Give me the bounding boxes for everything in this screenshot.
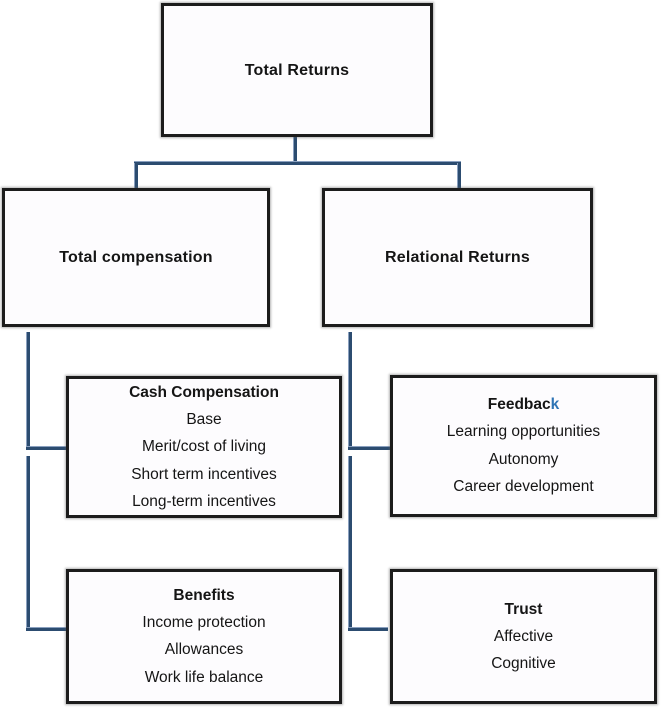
node-feedback-title: Feedback [488, 391, 560, 418]
node-relational-returns: Relational Returns [322, 188, 593, 327]
node-benefits-title: Benefits [173, 586, 235, 604]
leaf-item-income-protection: Income protection [142, 613, 266, 631]
connector-root-stub [293, 137, 297, 164]
connector-relational-trust-elbow [348, 627, 388, 631]
node-total-compensation: Total compensation [2, 188, 270, 327]
leaf-item-short-term-incentives: Short term incentives [131, 465, 277, 483]
node-trust: Trust Affective Cognitive [390, 569, 657, 704]
leaf-item-cognitive: Cognitive [491, 655, 556, 672]
connector-relational-trust-vertical [348, 456, 352, 631]
connector-relational-feedback-elbow [348, 446, 390, 450]
node-feedback: Feedback Learning opportunities Autonomy… [390, 375, 657, 517]
node-total-compensation-label: Total compensation [59, 249, 213, 266]
feedback-title-accent-k: k [550, 396, 560, 414]
leaf-item-allowances: Allowances [164, 641, 244, 659]
leaf-item-career-development: Career development [453, 478, 594, 496]
node-trust-title: Trust [504, 600, 543, 618]
leaf-item-affective: Affective [493, 627, 554, 645]
connector-drop-relational [457, 163, 461, 189]
connector-compensation-benefits-elbow [26, 627, 66, 631]
connector-root-crossbar [134, 161, 461, 165]
leaf-item-learning-opportunities: Learning opportunities [446, 423, 601, 441]
connector-compensation-benefits-vertical [26, 456, 30, 631]
node-total-returns-label: Total Returns [244, 61, 350, 79]
leaf-item-work-life-balance: Work life balance [144, 668, 264, 686]
leaf-item-base: Base [186, 410, 222, 428]
leaf-item-long-term-incentives: Long-term incentives [132, 493, 276, 510]
node-total-returns: Total Returns [161, 3, 433, 137]
node-cash-compensation-title: Cash Compensation [129, 383, 279, 401]
leaf-item-merit-cost-of-living: Merit/cost of living [141, 438, 267, 455]
connector-relational-feedback-vertical [348, 332, 352, 450]
node-benefits: Benefits Income protection Allowances Wo… [66, 569, 342, 704]
feedback-title-main: Feedbac [487, 396, 551, 414]
connector-compensation-cash-vertical [26, 332, 30, 450]
connector-drop-compensation [134, 163, 138, 189]
node-relational-returns-label: Relational Returns [385, 249, 530, 266]
leaf-item-autonomy: Autonomy [488, 450, 559, 468]
connector-compensation-cash-elbow [26, 446, 66, 450]
node-cash-compensation: Cash Compensation Base Merit/cost of liv… [66, 376, 342, 518]
